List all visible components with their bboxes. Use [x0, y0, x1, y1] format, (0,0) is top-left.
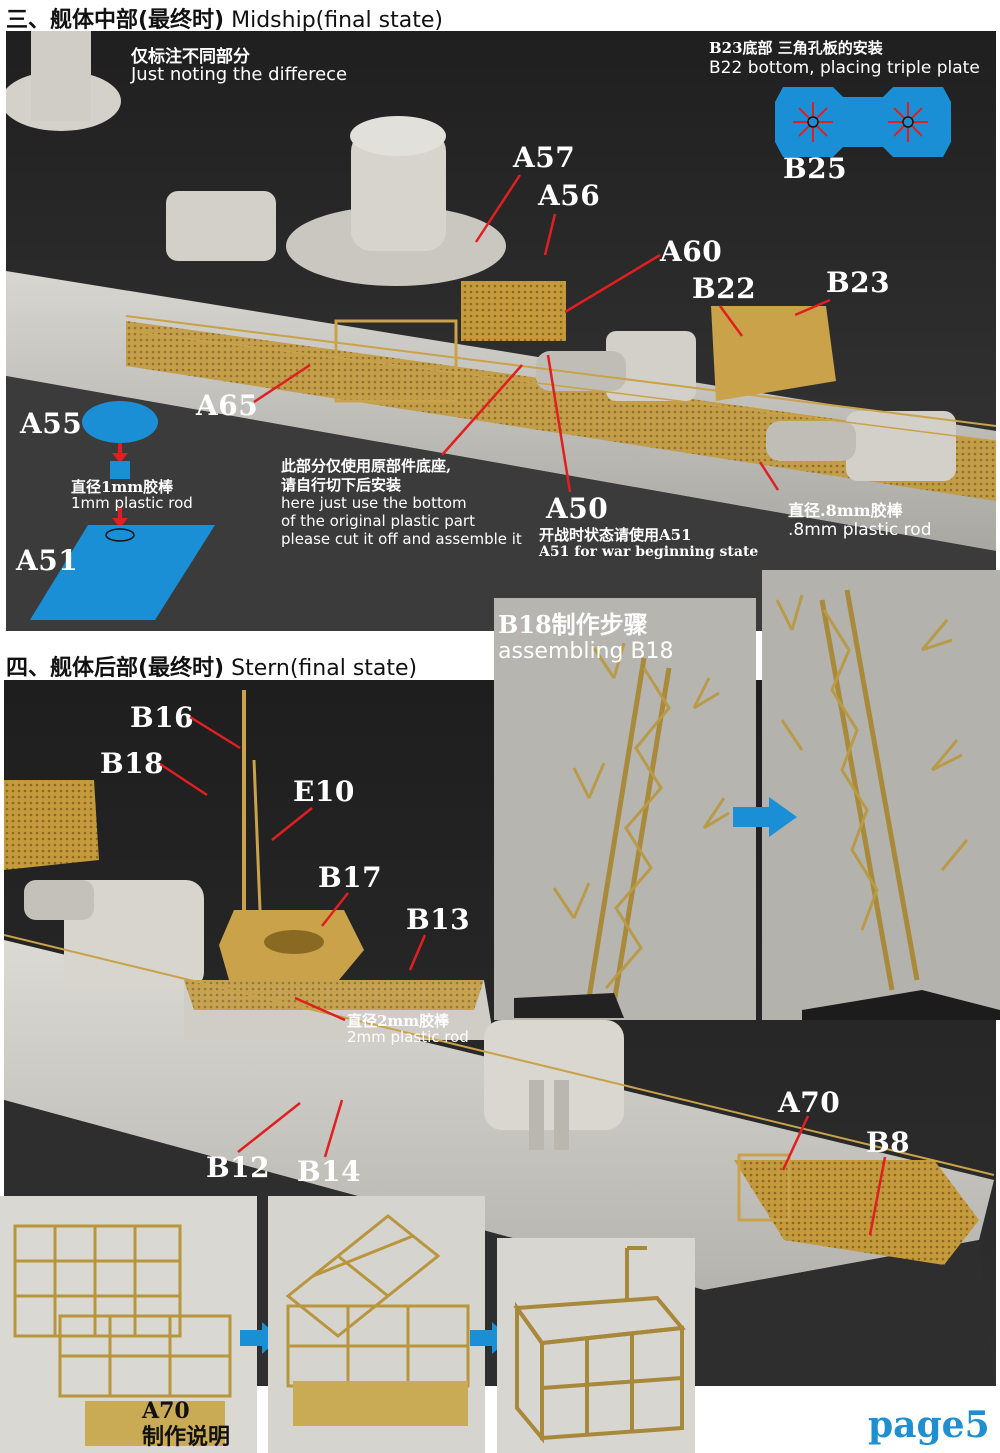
- label-b8: B8: [866, 1126, 911, 1159]
- label-a70: A70: [778, 1086, 841, 1119]
- midship-title-cn: 三、舰体中部(最终时): [6, 8, 225, 33]
- b18-step-photo-1: [494, 598, 756, 1020]
- a70-step-photo-1: [0, 1196, 257, 1453]
- base-note-en-1: here just use the bottom: [281, 494, 467, 512]
- label-a65: A65: [196, 389, 259, 422]
- a70-step-art-1: [0, 1196, 257, 1453]
- b25-diagram: [775, 87, 951, 157]
- rod08-note-en: .8mm plastic rod: [788, 520, 932, 540]
- base-note-en-3: please cut it off and assemble it: [281, 530, 522, 548]
- label-b17: B17: [318, 861, 383, 894]
- rod2-note-en: 2mm plastic rod: [347, 1028, 469, 1046]
- base-note-cn-2: 请自行切下后安装: [281, 476, 402, 494]
- a70-caption-code: A70: [142, 1398, 190, 1424]
- label-b22: B22: [692, 272, 757, 305]
- stern-title-cn: 四、舰体后部(最终时): [6, 656, 225, 681]
- b18-step-art-1: [494, 598, 756, 1020]
- a70-step-art-2: [268, 1196, 485, 1453]
- b23-note-en: B22 bottom, placing triple plate: [709, 58, 980, 78]
- label-a50: A50: [546, 492, 609, 525]
- label-a56: A56: [538, 179, 601, 212]
- rod1-note-en: 1mm plastic rod: [71, 494, 193, 512]
- label-b16: B16: [130, 701, 195, 734]
- page-number: page5: [868, 1404, 990, 1446]
- base-note-en-2: of the original plastic part: [281, 512, 475, 530]
- midship-title-en: Midship(final state): [231, 8, 443, 33]
- b18-steps-en: assembling B18: [498, 639, 674, 664]
- a70-caption: A70 制作说明: [142, 1398, 230, 1450]
- a55-a51-diagram: [30, 401, 215, 620]
- label-e10: E10: [293, 775, 355, 808]
- label-a55: A55: [20, 407, 83, 440]
- a70-step-art-3: [497, 1238, 695, 1453]
- midship-note-en: Just noting the differece: [131, 64, 348, 85]
- midship-title: 三、舰体中部(最终时) Midship(final state): [6, 2, 443, 34]
- stern-title: 四、舰体后部(最终时) Stern(final state): [6, 650, 417, 682]
- a70-caption-cn: 制作说明: [142, 1424, 231, 1450]
- rod1-note-cn: 直径1mm胶棒: [71, 478, 174, 496]
- label-b13: B13: [406, 903, 471, 936]
- label-a60: A60: [660, 235, 723, 268]
- label-b18: B18: [100, 747, 165, 780]
- label-a57: A57: [513, 141, 576, 174]
- b18-step-photo-2: [762, 570, 1000, 1020]
- a51-note-cn: 开战时状态请使用A51: [539, 526, 692, 544]
- b23-note-cn: B23底部 三角孔板的安装: [709, 39, 883, 57]
- a70-step-photo-3: [497, 1238, 695, 1453]
- a51-note-en: A51 for war beginning state: [539, 544, 759, 560]
- b18-step-arrow: [733, 797, 797, 837]
- label-b12: B12: [206, 1151, 271, 1184]
- label-a51: A51: [16, 544, 79, 577]
- label-b25: B25: [783, 152, 848, 185]
- stern-title-en: Stern(final state): [231, 656, 418, 681]
- label-b23: B23: [826, 266, 891, 299]
- a70-step-photo-2: [268, 1196, 485, 1453]
- b18-step-art-2: [762, 570, 1000, 1020]
- base-note-cn-1: 此部分仅使用原部件底座,: [281, 457, 452, 475]
- b18-steps-cn: B18制作步骤: [498, 610, 648, 639]
- label-b14: B14: [297, 1155, 362, 1188]
- midship-note-cn: 仅标注不同部分: [131, 47, 250, 67]
- rod08-note-cn: 直径.8mm胶棒: [788, 501, 903, 520]
- midship-leader-lines: [253, 174, 831, 493]
- rod2-note-cn: 直径2mm胶棒: [347, 1012, 450, 1030]
